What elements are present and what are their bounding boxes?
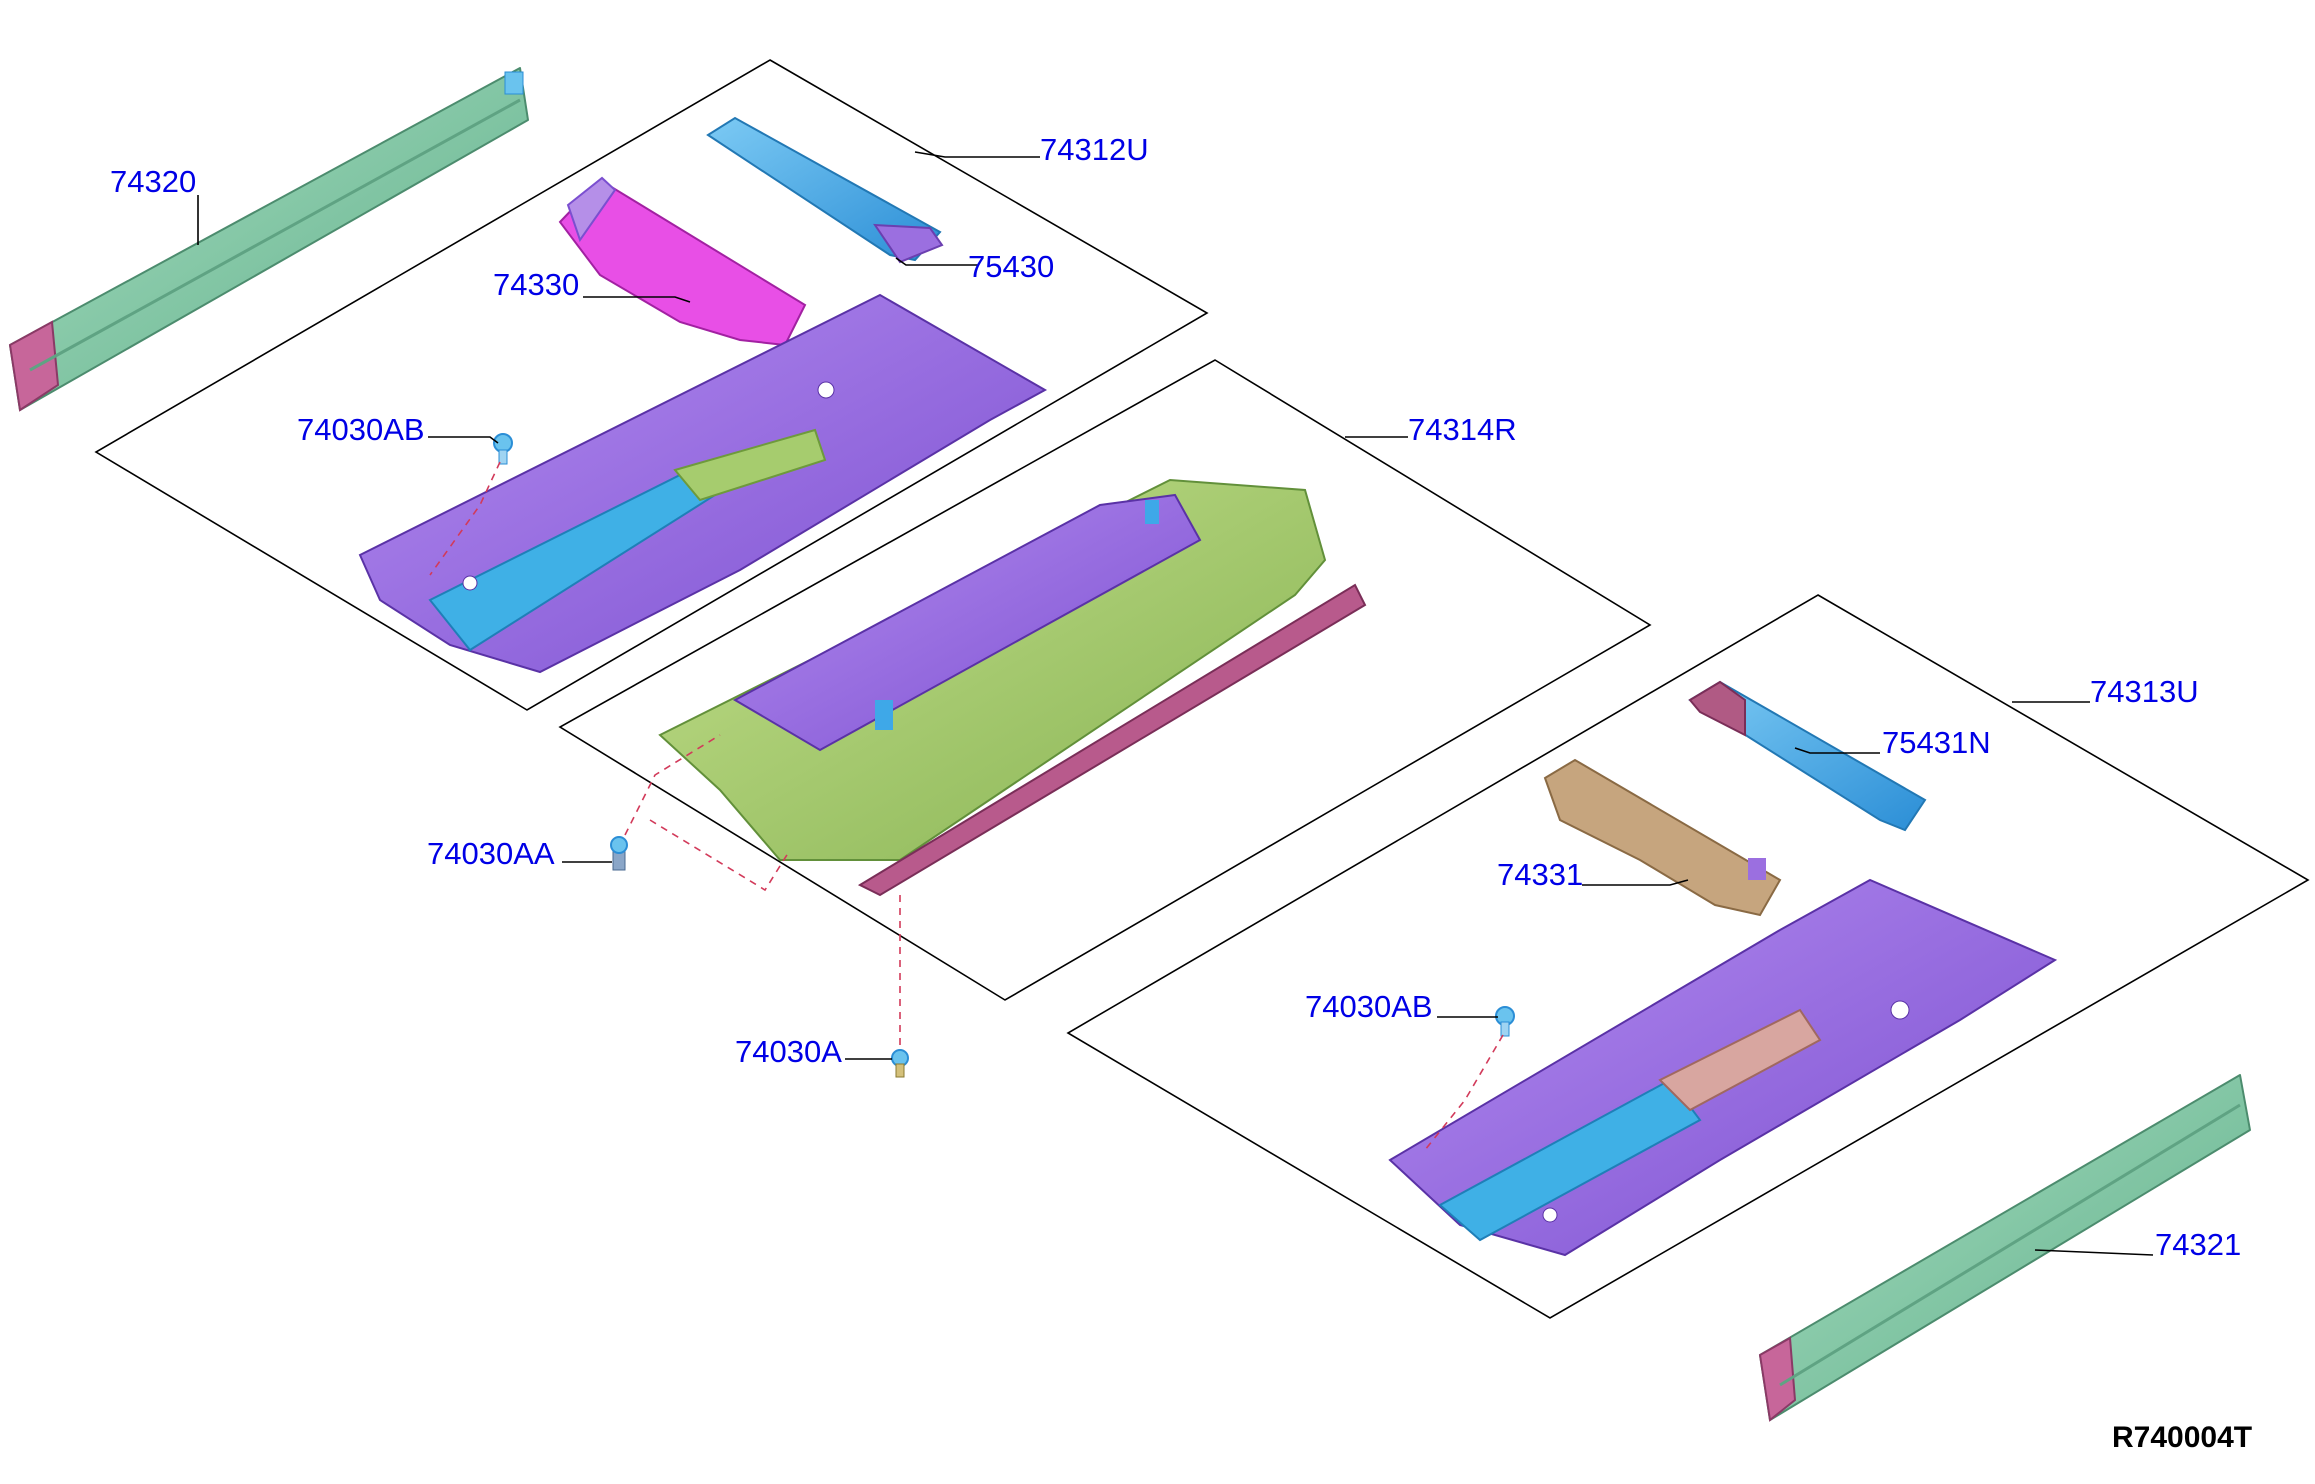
label-74330: 74330 [493, 267, 579, 302]
front-floor-rh-frame [94, 59, 1209, 711]
side-sill-rail-left [8, 67, 529, 412]
label-74030AA: 74030AA [427, 836, 555, 871]
label-75430: 75430 [968, 249, 1054, 284]
dash-74030AA [624, 734, 721, 836]
label-74030A: 74030A [735, 1034, 842, 1069]
center-floor-frame [558, 359, 1652, 1001]
dash-74030AB-lh [1424, 1034, 1504, 1151]
label-74320: 74320 [110, 164, 196, 199]
clip-74030AB-lh [1495, 1006, 1515, 1037]
front-member-bracket-rh [706, 116, 944, 264]
dash-74030AA-return [649, 819, 791, 892]
dash-74030AB-front [429, 461, 501, 576]
leader-74330 [583, 296, 691, 303]
diagram-code: R740004T [2112, 1421, 2252, 1454]
side-sill-rail-right [1758, 1074, 2251, 1422]
label-74030AB-front: 74030AB [297, 412, 425, 447]
front-floor-member-lh [1543, 758, 1782, 917]
clip-74030AA [610, 836, 628, 871]
label-74321: 74321 [2155, 1227, 2241, 1262]
label-74331: 74331 [1497, 857, 1583, 892]
front-floor-lh-frame [1066, 594, 2310, 1319]
front-floor-panel-rh [358, 293, 1048, 674]
front-floor-panel-lh [1388, 878, 2058, 1257]
front-member-bracket-lh [1688, 680, 1927, 832]
leader-74321 [2034, 1249, 2154, 1256]
clip-74030AB-front [493, 433, 513, 465]
label-75431N: 75431N [1882, 725, 1991, 760]
label-74030AB-lh: 74030AB [1305, 989, 1433, 1024]
label-74313U: 74313U [2090, 674, 2199, 709]
center-floor-panel [658, 478, 1367, 897]
clip-74030A [891, 1049, 909, 1078]
leader-74030AB-front [428, 436, 499, 444]
front-floor-member-rh [558, 176, 807, 347]
leader-74331 [1582, 879, 1689, 886]
leader-75430 [895, 257, 978, 266]
label-74314R: 74314R [1408, 412, 1517, 447]
label-74312U: 74312U [1040, 132, 1149, 167]
leader-74312U [914, 151, 1040, 158]
leader-75431N [1794, 747, 1880, 754]
